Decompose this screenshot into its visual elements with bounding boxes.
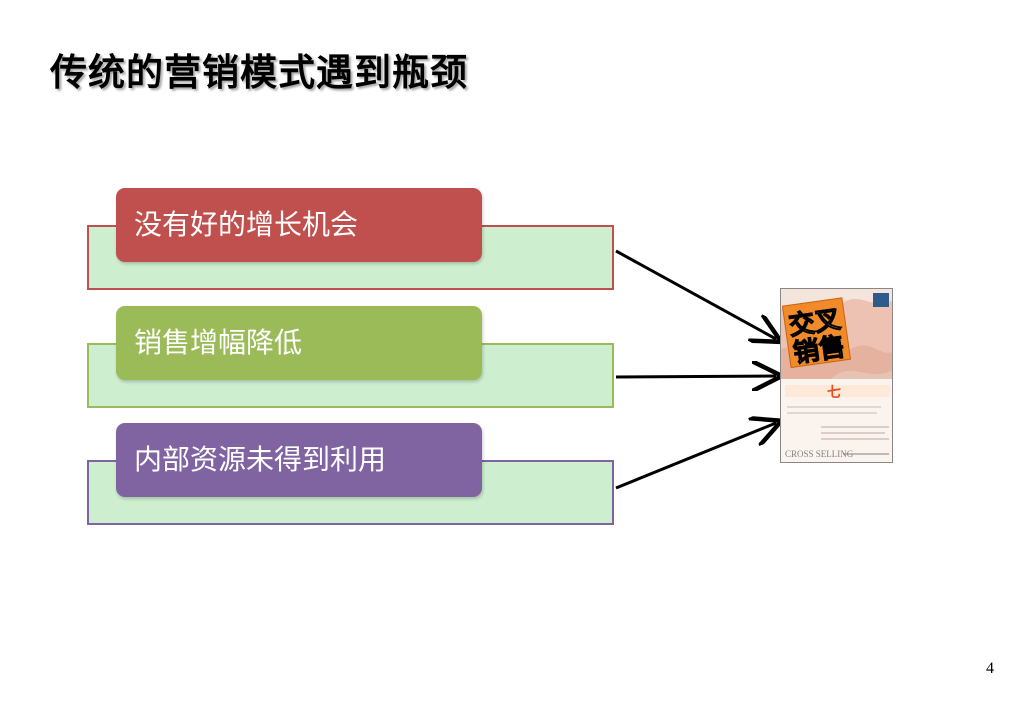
slide-title: 传统的营销模式遇到瓶颈 (50, 51, 468, 94)
arrow-1 (615, 249, 776, 339)
book-cover-image: 交叉 销售 七 CROSS SELLING (780, 288, 893, 463)
page-number: 4 (986, 660, 994, 677)
item-label-sales-growth: 销售增幅降低 (116, 306, 482, 380)
book-subtitle-char: 七 (827, 385, 841, 401)
arrow-3 (615, 423, 776, 490)
item-label-resources: 内部资源未得到利用 (116, 423, 482, 497)
book-author-text: CROSS SELLING (785, 449, 854, 459)
book-title-line1: 交叉 (787, 304, 843, 342)
arrow-2 (615, 376, 776, 377)
item-label-growth: 没有好的增长机会 (116, 188, 482, 262)
